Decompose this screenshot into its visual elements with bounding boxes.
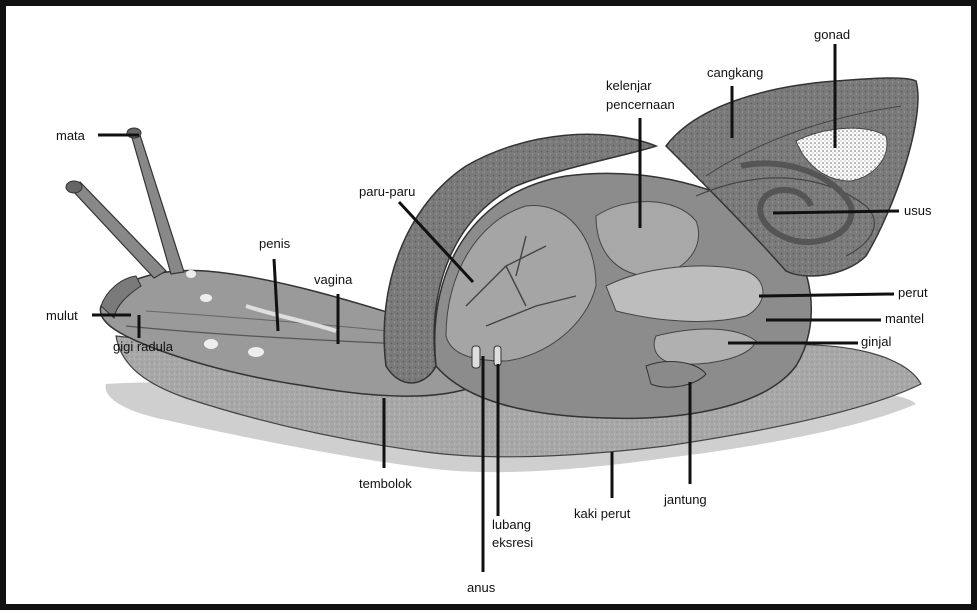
- body-spot: [200, 294, 212, 302]
- spire-suture: [695, 177, 875, 257]
- label-mulut: mulut: [46, 308, 78, 323]
- excretory-tube: [493, 345, 502, 367]
- eye-lower: [65, 180, 83, 194]
- label-paru-paru: paru-paru: [359, 184, 415, 199]
- body-spot: [186, 270, 196, 278]
- leader-paru-paru: [397, 200, 475, 284]
- kidney: [653, 328, 757, 365]
- tentacle-lower: [71, 181, 167, 279]
- gonad-organ: [795, 127, 888, 182]
- label-mantel: mantel: [885, 311, 924, 326]
- anus-tube: [471, 345, 481, 369]
- label-cangkang: cangkang: [707, 65, 763, 80]
- label-kaki-perut: kaki perut: [574, 506, 631, 521]
- snail-anatomy-diagram: mata mulut gigi radula penis vagina paru…: [46, 27, 932, 595]
- label-perut: perut: [898, 285, 928, 300]
- leader-usus: [772, 209, 900, 215]
- heart: [645, 361, 707, 388]
- mouth-lips: [100, 275, 142, 319]
- leader-perut: [758, 292, 895, 298]
- label-lubang-line1: lubang: [492, 517, 531, 532]
- reproductive-duct: [245, 304, 337, 333]
- label-vagina: vagina: [314, 272, 353, 287]
- label-kelenjar-line2: pencernaan: [606, 97, 675, 112]
- label-usus: usus: [904, 203, 932, 218]
- body-spot: [204, 339, 218, 349]
- spire-suture: [705, 105, 902, 177]
- lung-vessels: [465, 235, 577, 327]
- leader-penis: [272, 258, 280, 332]
- shell-spire: [665, 77, 919, 277]
- label-kelenjar-line1: kelenjar: [606, 78, 652, 93]
- label-penis: penis: [259, 236, 291, 251]
- body-spot: [248, 347, 264, 357]
- label-tembolok: tembolok: [359, 476, 412, 491]
- label-gigi-radula: gigi radula: [113, 339, 174, 354]
- intestine-coils: [740, 160, 855, 245]
- stomach: [605, 265, 764, 322]
- label-jantung: jantung: [663, 492, 707, 507]
- label-gonad: gonad: [814, 27, 850, 42]
- label-anus: anus: [467, 580, 496, 595]
- label-lubang-line2: eksresi: [492, 535, 533, 550]
- label-ginjal: ginjal: [861, 334, 891, 349]
- label-mata: mata: [56, 128, 86, 143]
- digestive-gland: [595, 201, 700, 277]
